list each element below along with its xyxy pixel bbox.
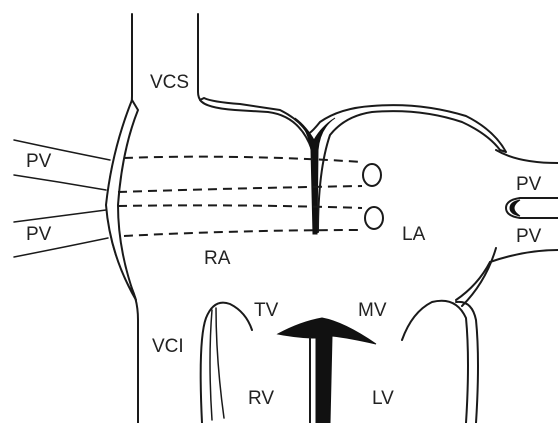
- tricuspid-leaflet-2: [216, 308, 224, 418]
- vcs-label: VCS: [150, 72, 189, 93]
- vci-label: VCI: [152, 336, 184, 357]
- pv-ostium-lower: [365, 207, 383, 229]
- pv-left-top-label: PV: [26, 151, 52, 172]
- lv-label: LV: [372, 388, 394, 409]
- ra-label: RA: [204, 248, 231, 269]
- right-pv-tip-fill: [510, 200, 520, 216]
- mv-label: MV: [358, 300, 387, 321]
- atrial-roof: [200, 98, 506, 232]
- pv-left-bottom-label: PV: [26, 224, 52, 245]
- vcs-right-wall: [198, 14, 212, 106]
- dashed-line-1: [124, 157, 362, 162]
- lv-outer-wall: [402, 301, 468, 423]
- left-pv-line-3: [14, 210, 106, 222]
- pv-right-bottom-label: PV: [516, 226, 542, 247]
- dashed-line-3: [118, 205, 362, 208]
- pv-ostium-upper: [363, 164, 381, 186]
- atrial-wall-band: [106, 100, 138, 300]
- rv-label: RV: [248, 388, 274, 409]
- la-label: LA: [402, 224, 426, 245]
- la-lower-wall-inner: [462, 248, 496, 306]
- left-pv-line-2: [14, 175, 106, 190]
- tv-label: TV: [254, 300, 279, 321]
- rv-outer-wall: [201, 303, 252, 423]
- right-pv-bottom-line: [490, 250, 558, 262]
- dashed-line-4: [124, 230, 362, 236]
- pv-right-top-label: PV: [516, 174, 542, 195]
- ventricular-septum: [278, 318, 376, 423]
- dashed-line-2: [118, 186, 362, 192]
- tricuspid-leaflet-1: [210, 310, 212, 420]
